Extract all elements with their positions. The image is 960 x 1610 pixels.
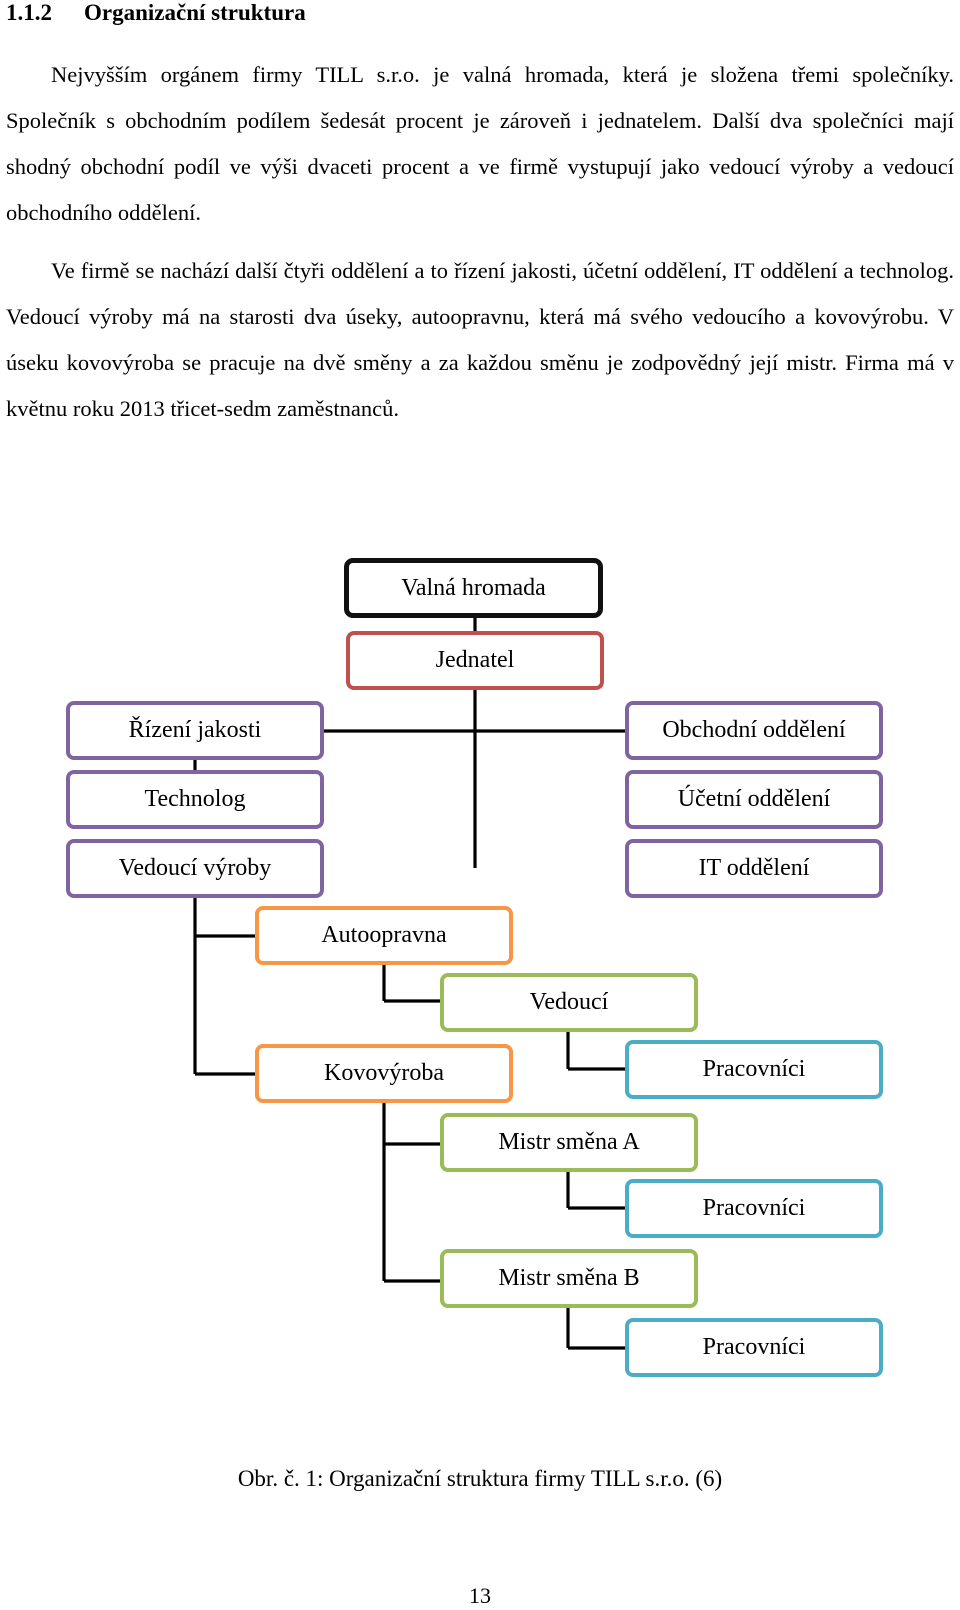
- node-it-oddeleni: IT oddělení: [625, 839, 883, 898]
- page-number: 13: [469, 1583, 491, 1608]
- paragraph-1-text: Nejvyšším orgánem firmy TILL s.r.o. je v…: [6, 62, 954, 225]
- node-valna-hromada: Valná hromada: [344, 558, 603, 618]
- section-number: 1.1.2: [6, 0, 52, 25]
- node-vedouci-vyroby: Vedoucí výroby: [66, 839, 324, 898]
- node-autoopravna: Autoopravna: [255, 906, 513, 965]
- node-technolog: Technolog: [66, 770, 324, 829]
- figure-caption: Obr. č. 1: Organizační struktura firmy T…: [237, 1466, 723, 1491]
- node-pracovnici-1: Pracovníci: [625, 1040, 883, 1099]
- node-mistr-smena-a: Mistr směna A: [440, 1113, 698, 1172]
- node-kovovyroba: Kovovýroba: [255, 1044, 513, 1103]
- paragraph-1: Nejvyšším orgánem firmy TILL s.r.o. je v…: [6, 52, 954, 236]
- node-rizeni-jakosti: Řízení jakosti: [66, 701, 324, 760]
- node-vedouci: Vedoucí: [440, 973, 698, 1032]
- node-pracovnici-3: Pracovníci: [625, 1318, 883, 1377]
- node-obchodni-oddeleni: Obchodní oddělení: [625, 701, 883, 760]
- paragraph-2: Ve firmě se nachází další čtyři oddělení…: [6, 248, 954, 432]
- node-ucetni-oddeleni: Účetní oddělení: [625, 770, 883, 829]
- node-pracovnici-2: Pracovníci: [625, 1179, 883, 1238]
- section-heading: 1.1.2 Organizační struktura: [6, 0, 306, 26]
- node-jednatel: Jednatel: [346, 631, 604, 690]
- paragraph-2-text: Ve firmě se nachází další čtyři oddělení…: [6, 258, 954, 421]
- node-mistr-smena-b: Mistr směna B: [440, 1249, 698, 1308]
- section-title: Organizační struktura: [84, 0, 306, 25]
